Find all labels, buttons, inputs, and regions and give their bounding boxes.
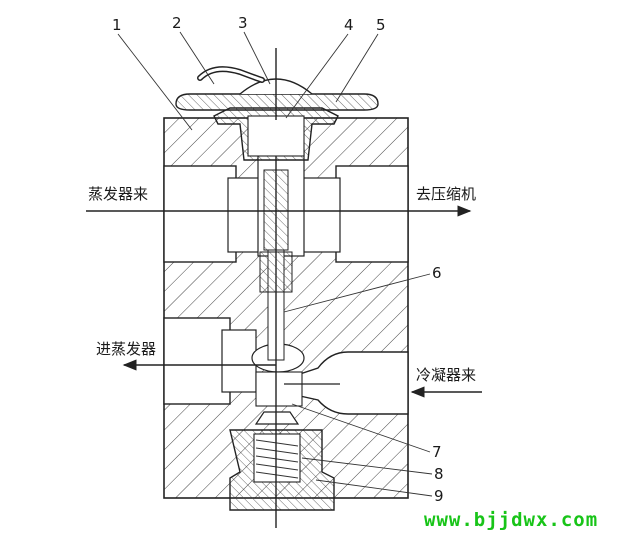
rod-sleeve	[263, 169, 289, 251]
label-to-evaporator: 进蒸发器	[96, 340, 156, 358]
part-label-3: 3	[238, 14, 248, 32]
orifice-passage	[255, 371, 303, 407]
part-label-8: 8	[434, 465, 444, 483]
valve-seat-cone	[254, 411, 300, 425]
diaphragm-cap	[175, 93, 379, 111]
part-label-7: 7	[432, 443, 442, 461]
spring-cavity	[253, 433, 301, 483]
part-label-1: 1	[112, 16, 122, 34]
part-label-9: 9	[434, 487, 444, 505]
upper-right-bore-step	[299, 177, 341, 253]
label-to-compressor: 去压缩机	[416, 185, 476, 203]
upper-right-bore	[335, 165, 409, 263]
lower-left-bore-step	[221, 329, 257, 393]
part-label-5: 5	[376, 16, 386, 34]
rod-guide	[259, 251, 293, 293]
adjusting-spring	[255, 439, 299, 479]
upper-left-bore	[163, 165, 237, 263]
label-from-evaporator: 蒸发器来	[88, 185, 148, 203]
label-from-condenser: 冷凝器来	[416, 366, 476, 384]
leader-lines	[117, 31, 433, 497]
diaphragm-inner	[247, 115, 305, 157]
part-label-6: 6	[432, 264, 442, 282]
lower-left-bore	[163, 317, 231, 405]
capillary-tube-inner	[198, 67, 264, 82]
watermark: www.bjjdwx.com	[424, 509, 598, 531]
part-label-2: 2	[172, 14, 182, 32]
part-label-4: 4	[344, 16, 354, 34]
